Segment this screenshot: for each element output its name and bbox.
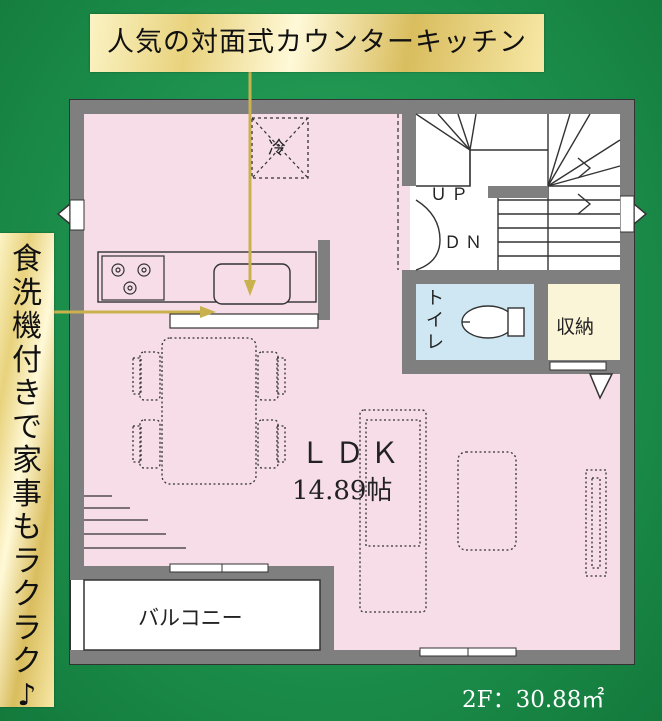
stairs-up-label: ＵＰ	[430, 185, 472, 205]
ldk-size-label: 14.89帖	[292, 476, 393, 506]
toilet-bowl-icon	[461, 305, 525, 339]
window-marker-west	[56, 202, 71, 226]
callout-side-text: 食 洗 機 付 き で 家 事 も ラ ク ラ ク ♪	[12, 242, 42, 713]
burner-icons	[111, 263, 151, 295]
walls	[70, 100, 634, 664]
balcony-label: バルコニー	[138, 606, 243, 630]
toilet-label: ト イ レ	[426, 288, 444, 353]
fridge	[251, 117, 309, 179]
balcony-area	[83, 579, 321, 651]
floor-area-label: 2F：30.88㎡	[462, 687, 605, 713]
down-arrow-marker	[588, 373, 614, 400]
storage-door	[549, 361, 607, 371]
callout-top: 人気の対面式カウンターキッチン	[90, 14, 544, 72]
dishwasher	[169, 313, 319, 329]
window-balcony	[169, 563, 269, 573]
ldk-label: ＬＤＫ	[300, 436, 406, 470]
steps	[84, 495, 186, 549]
leader-arrow-top	[244, 280, 256, 296]
callout-side: 食 洗 機 付 き で 家 事 も ラ ク ラ ク ♪	[0, 233, 54, 712]
window-marker-east	[633, 202, 648, 226]
stair-landing	[488, 186, 548, 198]
storage-label: 収納	[556, 316, 595, 338]
stairs-down-label: ＤＮ	[444, 233, 486, 253]
leader-arrow-side	[200, 306, 216, 318]
fridge-label: 冷	[268, 138, 286, 159]
storage-room	[548, 284, 620, 360]
stairs	[415, 113, 621, 270]
dining-set	[132, 337, 607, 613]
leader-lines	[54, 72, 252, 314]
